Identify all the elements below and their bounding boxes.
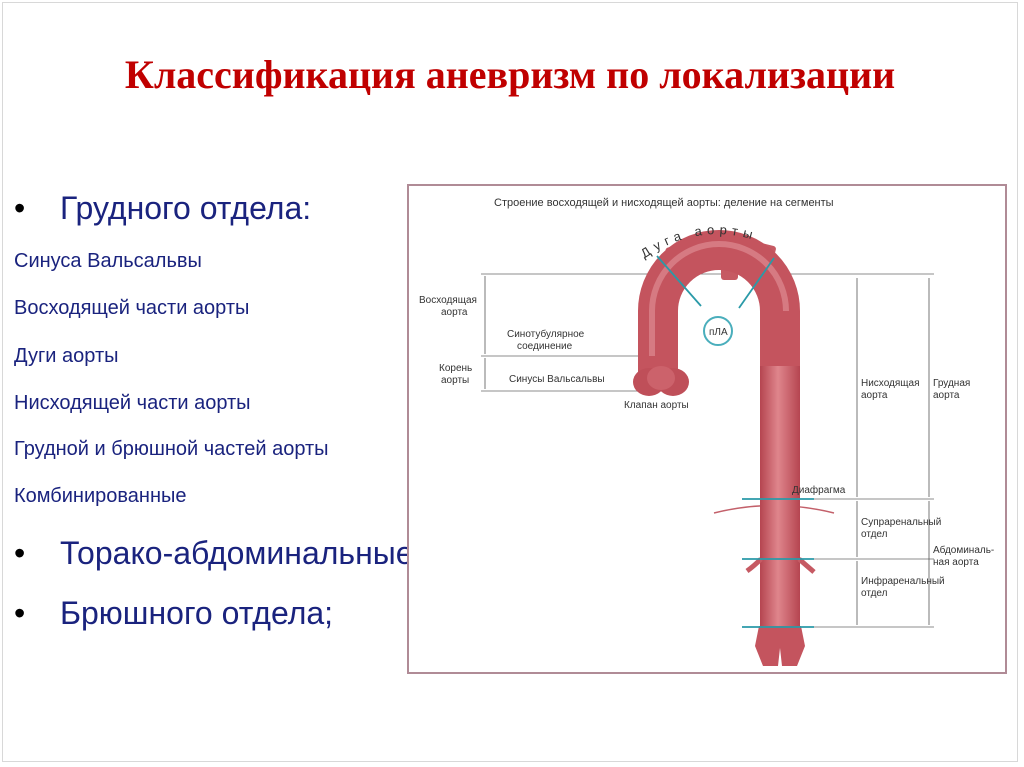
bullet-dot: • — [14, 535, 26, 571]
label-sinotubular-2: соединение — [517, 341, 573, 352]
aorta-figure: Строение восходящей и нисходящей аорты: … — [407, 184, 1007, 674]
guide-lines — [481, 273, 934, 628]
label-thoracic-aorta-2: аорта — [933, 390, 960, 401]
label-descending-aorta: Нисходящая — [861, 378, 920, 389]
label-pla: пЛА — [709, 327, 728, 338]
label-ascending-aorta: Восходящая — [419, 295, 477, 306]
label-sinotubular: Синотубулярное — [507, 328, 585, 340]
label-infrarenal: Инфраренальный — [861, 575, 945, 587]
descending-aorta-shade — [760, 366, 800, 636]
aorta-diagram: Строение восходящей и нисходящей аорты: … — [419, 197, 994, 666]
bullet-label: Грудного отдела: — [60, 190, 312, 226]
label-suprarenal-2: отдел — [861, 529, 888, 540]
label-diaphragm: Диафрагма — [792, 484, 846, 496]
label-ascending-aorta-2: аорта — [441, 307, 468, 318]
label-descending-aorta-2: аорта — [861, 390, 888, 401]
label-aortic-root-2: аорты — [441, 375, 469, 386]
label-aortic-root: Корень — [439, 363, 472, 374]
subitem-arch: Дуги аорты — [14, 345, 119, 367]
aorta-highlight — [649, 241, 789, 371]
subitem-ascending: Восходящей части аорты — [14, 297, 250, 319]
iliac-bifurcation — [755, 626, 805, 666]
segment-markers — [656, 255, 814, 628]
bullet-label: Брюшного отдела; — [60, 595, 334, 631]
renal-branches — [745, 557, 816, 574]
pulmonary-artery-marker — [703, 316, 733, 346]
label-abdominal-aorta: Абдоминаль- — [933, 544, 994, 556]
subitem-thoracic-abdominal: Грудной и брюшной частей аорты — [14, 438, 329, 460]
subitem-combined: Комбинированные — [14, 485, 187, 507]
bullet-label: Торако-абдоминальные; — [60, 535, 423, 571]
label-thoracic-aorta: Грудная — [933, 378, 970, 389]
label-infrarenal-2: отдел — [861, 588, 888, 599]
dimension-lines — [484, 276, 930, 625]
label-abdominal-aorta-2: ная аорта — [933, 557, 979, 568]
bullet-dot: • — [14, 595, 26, 631]
aorta-tube — [638, 230, 800, 636]
sinus-bulbs — [633, 366, 689, 396]
slide-title: Классификация аневризм по локализации — [124, 52, 896, 97]
label-sinuses: Синусы Вальсальвы — [509, 374, 605, 385]
subitem-descending: Нисходящей части аорты — [14, 392, 251, 414]
figure-caption: Строение восходящей и нисходящей аорты: … — [494, 197, 834, 209]
subitem-sinus: Синуса Вальсальвы — [14, 250, 202, 272]
label-valve: Клапан аорты — [624, 400, 689, 411]
label-suprarenal: Супраренальный — [861, 517, 941, 528]
bullet-dot: • — [14, 190, 26, 226]
